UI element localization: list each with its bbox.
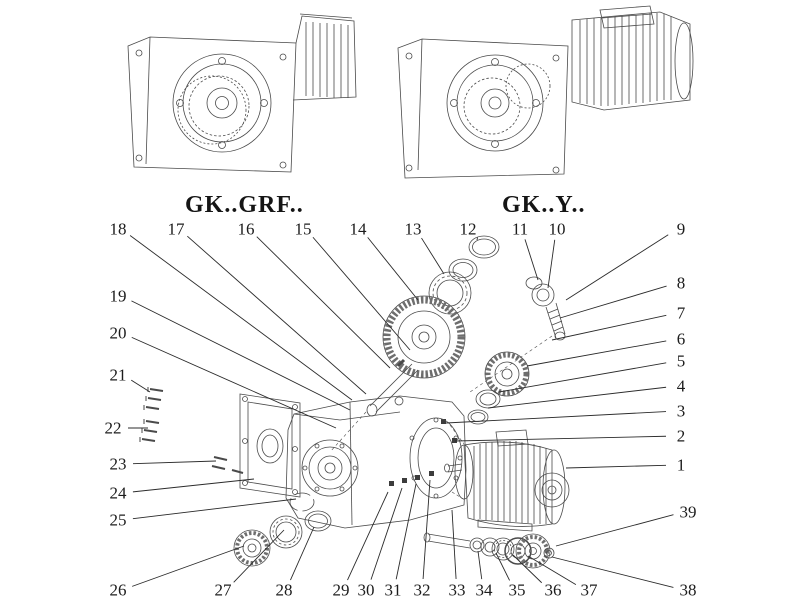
fastener-plugs [389, 471, 434, 486]
part-number-4: 4 [676, 376, 686, 396]
model-label-gk-grf: GK..GRF.. [185, 192, 304, 218]
lower-output-stack [233, 492, 332, 567]
part-number-29: 29 [332, 580, 350, 600]
part-number-13: 13 [404, 219, 422, 239]
leader-line-20 [131, 336, 337, 429]
input-pinion-assembly [469, 276, 566, 393]
leader-line-35 [495, 552, 510, 581]
leader-line-32 [422, 479, 431, 580]
leader-line-23 [132, 460, 217, 465]
motor-top-right [571, 5, 694, 111]
part-number-39: 39 [679, 502, 697, 522]
leader-line-13 [421, 237, 445, 275]
leader-line-34 [477, 550, 483, 580]
leader-line-15 [312, 236, 411, 351]
part-number-32: 32 [413, 580, 431, 600]
leader-line-8 [559, 285, 667, 319]
part-number-10: 10 [548, 219, 566, 239]
leader-line-24 [132, 478, 255, 493]
spacer-rings [467, 389, 501, 425]
flange-bolts [139, 387, 244, 474]
leader-line-6 [526, 340, 667, 367]
part-number-9: 9 [676, 219, 686, 239]
part-number-25: 25 [109, 510, 127, 530]
part-number-24: 24 [109, 483, 127, 503]
electric-motor [444, 429, 570, 532]
part-number-6: 6 [676, 329, 686, 349]
part-number-26: 26 [109, 580, 127, 600]
vent-plug [441, 419, 446, 424]
leader-line-38 [551, 556, 674, 588]
part-number-27: 27 [214, 580, 232, 600]
leader-line-11 [524, 239, 539, 281]
gk-y-assembled-drawing [397, 5, 694, 179]
part-number-34: 34 [475, 580, 493, 600]
leader-line-31 [395, 483, 417, 580]
leader-line-16 [256, 236, 391, 369]
leader-line-2 [454, 435, 667, 442]
part-number-14: 14 [349, 219, 367, 239]
gk-grf-assembled-drawing [127, 13, 357, 173]
part-number-23: 23 [109, 454, 127, 474]
upper-bearing [428, 271, 472, 315]
leader-line-3 [445, 411, 667, 424]
leader-line-18 [129, 235, 353, 401]
part-number-30: 30 [357, 580, 375, 600]
leader-line-28 [290, 526, 315, 581]
leader-line-29 [347, 491, 389, 581]
leader-line-21 [131, 379, 151, 393]
part-number-7: 7 [676, 303, 686, 323]
leader-line-36 [512, 554, 543, 584]
part-number-37: 37 [580, 580, 598, 600]
leader-line-33 [451, 509, 457, 580]
leader-line-17 [187, 235, 367, 395]
leader-line-19 [131, 300, 351, 411]
part-number-38: 38 [679, 580, 697, 600]
part-number-17: 17 [167, 219, 185, 239]
leader-line-30 [370, 487, 403, 580]
part-number-1: 1 [676, 455, 686, 475]
part-number-2: 2 [676, 426, 686, 446]
part-number-3: 3 [676, 401, 686, 421]
mounting-flange [239, 393, 301, 498]
part-number-21: 21 [109, 365, 127, 385]
input-shaft-kit [423, 532, 555, 569]
part-number-15: 15 [294, 219, 312, 239]
part-number-12: 12 [459, 219, 477, 239]
part-number-31: 31 [384, 580, 402, 600]
part-number-20: 20 [109, 323, 127, 343]
leader-lines [128, 234, 674, 588]
leader-line-37 [527, 555, 577, 586]
part-number-11: 11 [511, 219, 529, 239]
part-number-8: 8 [676, 273, 686, 293]
leader-line-25 [132, 498, 297, 520]
main-gear [382, 295, 466, 379]
part-number-28: 28 [275, 580, 293, 600]
part-number-36: 36 [544, 580, 562, 600]
leader-line-7 [551, 314, 667, 341]
upper-retaining-rings [448, 235, 500, 282]
part-number-16: 16 [237, 219, 255, 239]
gear-housing [285, 395, 467, 529]
leader-line-9 [565, 234, 669, 301]
leader-line-4 [487, 386, 667, 409]
model-label-gk-y: GK..Y.. [502, 192, 586, 218]
leader-line-27 [233, 529, 285, 583]
part-number-18: 18 [109, 219, 127, 239]
part-number-5: 5 [676, 351, 686, 371]
part-number-33: 33 [448, 580, 466, 600]
leader-line-1 [565, 464, 667, 469]
part-number-22: 22 [104, 418, 122, 438]
leader-line-10 [547, 239, 556, 289]
part-number-35: 35 [508, 580, 526, 600]
leader-line-5 [498, 362, 667, 393]
leader-line-39 [555, 514, 674, 547]
leader-line-26 [132, 545, 245, 587]
leader-line-14 [367, 237, 419, 301]
intermediate-gear [484, 351, 530, 397]
part-number-19: 19 [109, 286, 127, 306]
